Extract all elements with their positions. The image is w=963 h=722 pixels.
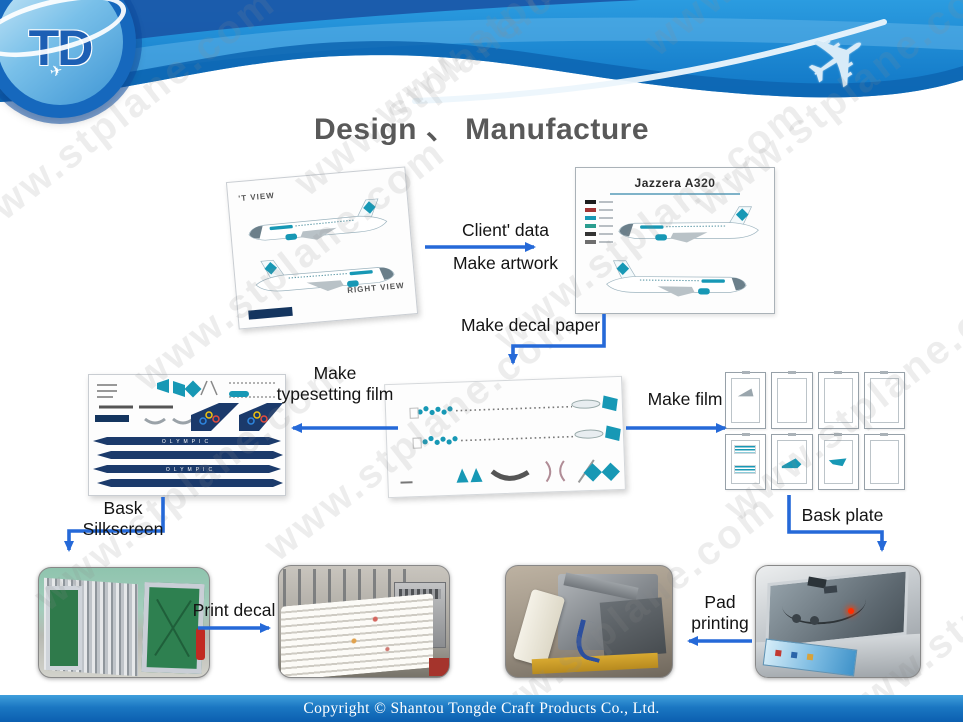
film-plate — [771, 432, 813, 490]
photo-silkscreen-frames — [38, 567, 210, 678]
color-bar — [248, 306, 293, 320]
legend-line — [599, 241, 613, 243]
artwork-sheet-right: Jazzera A320 — [575, 167, 775, 314]
color-chip — [585, 224, 596, 228]
panel-light — [790, 651, 798, 659]
legend-line — [599, 209, 613, 211]
fire-extinguisher — [196, 628, 205, 660]
photo-print-rack — [278, 565, 450, 678]
label-make-decal-paper: Make decal paper — [460, 315, 601, 335]
film-plate — [771, 371, 813, 429]
panel-light — [774, 649, 782, 657]
panel-light — [806, 653, 814, 661]
photo-exposure-machine — [755, 565, 921, 678]
label-client-data: Client' data — [461, 220, 549, 240]
bottom-parts — [400, 459, 620, 484]
film-shape-teal — [828, 457, 846, 466]
airline-name-text: OLYMPIC — [166, 467, 216, 473]
legend-line — [599, 201, 613, 203]
olympic-decal-art: OLYMPIC OLYMPIC — [93, 379, 283, 487]
film-shape-gray — [737, 388, 754, 397]
airplane-drawing — [248, 198, 388, 241]
label-pad-printing: Pad printing — [691, 592, 749, 634]
color-chip — [585, 216, 596, 220]
page-title: Design 、 Manufacture — [313, 113, 650, 146]
film-plates-grid — [725, 371, 905, 490]
decal-paper-sheet — [384, 375, 626, 499]
photo-pad-printing-machine — [505, 565, 673, 678]
window-strip — [412, 425, 621, 449]
label-make-film: Make film — [647, 389, 723, 409]
title-underline — [610, 193, 740, 195]
legend-line — [599, 225, 613, 227]
laser-dot — [848, 608, 854, 614]
mesh-fold-lines — [154, 598, 192, 658]
color-chip — [585, 240, 596, 244]
label-bask-plate: Bask plate — [801, 505, 884, 525]
footer-bar: Copyright © Shantou Tongde Craft Product… — [0, 695, 963, 722]
decal-paper-art — [400, 395, 621, 484]
mini-decal-text — [734, 444, 756, 454]
machine-head — [599, 597, 667, 659]
artwork-sheet-left: 'T VIEW RIGHT VIEW — [225, 166, 419, 330]
film-plate — [725, 371, 767, 429]
header-banner: TD ✈ ✈ — [0, 0, 963, 118]
color-legend — [585, 200, 613, 244]
tail-fins — [191, 403, 283, 431]
suction-cups — [792, 614, 801, 623]
film-plate — [817, 371, 859, 429]
view-label-top: 'T VIEW — [237, 190, 276, 204]
legend-line — [599, 233, 613, 235]
header-wave — [0, 0, 963, 104]
silkscreen-frame — [46, 586, 82, 670]
wave-light-ribbon — [0, 17, 963, 95]
printed-sheets-stack — [281, 593, 433, 677]
film-plate — [725, 432, 767, 490]
airplane-drawing — [606, 260, 747, 297]
color-chip — [585, 208, 596, 212]
label-make-artwork: Make artwork — [452, 253, 559, 273]
red-bin — [429, 658, 449, 676]
logo-text: TD — [28, 20, 94, 76]
label-bask-silkscreen: Bask Silkscreen — [82, 498, 164, 540]
mini-decal-text — [734, 464, 756, 474]
film-plate — [863, 432, 905, 490]
wave-dark-band — [0, 41, 963, 102]
color-chip — [585, 232, 596, 236]
copyright-text: Copyright © Shantou Tongde Craft Product… — [303, 699, 660, 717]
legend-line — [599, 217, 613, 219]
film-plate — [863, 371, 905, 429]
contrail-swoosh — [412, 19, 887, 104]
wave-dark-arc — [0, 0, 640, 58]
label-print-decal: Print decal — [192, 600, 276, 620]
color-chip — [585, 200, 596, 204]
window-strip — [409, 395, 618, 419]
logo-inner-circle: TD — [0, 0, 123, 105]
film-plate — [817, 432, 859, 490]
label-make-typesetting-film: Make typesetting film — [276, 363, 394, 405]
airline-name-text: OLYMPIC — [162, 439, 212, 445]
silkscreen-frame — [141, 581, 205, 675]
airplane-drawing — [255, 259, 395, 292]
film-shape-teal — [782, 457, 802, 468]
airplane-drawing — [618, 206, 759, 243]
artwork-title: Jazzera A320 — [634, 176, 716, 190]
olympic-decal-sheet: OLYMPIC OLYMPIC — [88, 374, 286, 496]
fuselage-strips: OLYMPIC OLYMPIC — [93, 437, 283, 487]
logo-badge: TD ✈ — [0, 0, 136, 118]
plate-item — [823, 585, 838, 594]
